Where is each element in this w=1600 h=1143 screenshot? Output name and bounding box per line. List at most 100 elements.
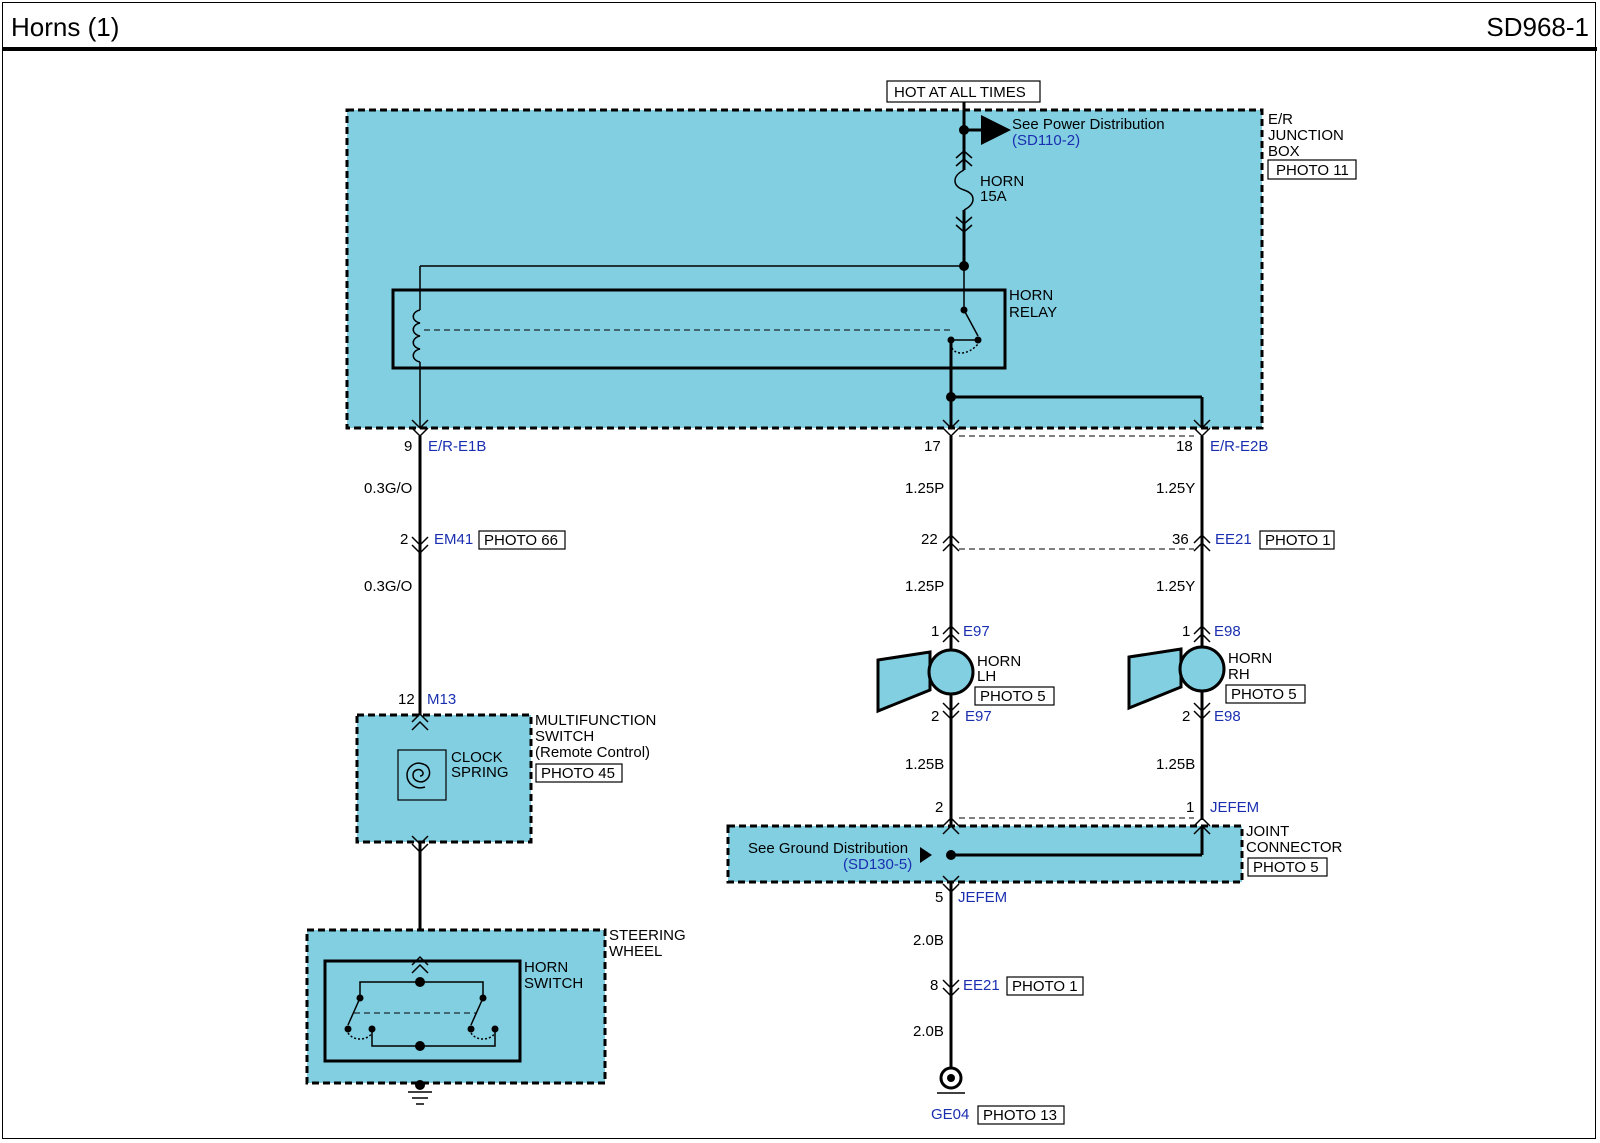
- connector-m13-icon: [411, 712, 429, 731]
- multifunction-switch-box: [355, 713, 533, 844]
- horn-rh-icon: [1178, 645, 1226, 693]
- clock-spring-label-2: SPRING: [451, 764, 509, 781]
- connector-mfs-out-icon: [411, 835, 429, 854]
- connector-m13[interactable]: M13: [427, 691, 456, 708]
- connector-er-e1b[interactable]: E/R-E1B: [428, 438, 486, 455]
- pin-9: 9: [404, 438, 412, 455]
- multifunction-photo[interactable]: PHOTO 45: [541, 765, 615, 782]
- horn-rh-label-1: HORN: [1228, 650, 1272, 667]
- multifunction-label-1: MULTIFUNCTION: [535, 712, 656, 729]
- switch-r-blade: [470, 997, 484, 1026]
- ground-steering-dot: [415, 1080, 425, 1090]
- wire-rh: 1.25B: [1156, 756, 1195, 773]
- ground-dist-arrow: [920, 847, 932, 863]
- pin-22: 22: [921, 531, 938, 548]
- horn-lh-photo-tag[interactable]: [974, 686, 1055, 706]
- ee21-bot-photo-tag[interactable]: [1006, 976, 1084, 996]
- connector-jefem-c-icon: [942, 875, 960, 894]
- wire-switch-bottom-bus: [371, 1029, 496, 1047]
- relay-switch-blade: [963, 309, 979, 337]
- wire-9-a: 0.3G/O: [364, 480, 412, 497]
- joint-photo-tag[interactable]: [1247, 857, 1328, 877]
- ground-photo-tag[interactable]: [977, 1105, 1065, 1125]
- hot-at-all-times: HOT AT ALL TIMES: [894, 84, 1026, 101]
- horn-lh-label-2: LH: [977, 668, 996, 685]
- connector-er-e2b[interactable]: E/R-E2B: [1210, 438, 1268, 455]
- ground-ge04-dot: [947, 1074, 955, 1082]
- relay-label-2: RELAY: [1009, 304, 1057, 321]
- fuse-connector-top-icon: [955, 150, 973, 167]
- ground-photo[interactable]: PHOTO 13: [983, 1107, 1057, 1124]
- joint-label-1: JOINT: [1246, 823, 1289, 840]
- connector-e97-top-icon: [942, 624, 960, 643]
- horn-lh-photo[interactable]: PHOTO 5: [980, 688, 1046, 705]
- connector-em41[interactable]: EM41: [434, 531, 473, 548]
- horn-lh-label-1: HORN: [977, 653, 1021, 670]
- junction-box-photo[interactable]: PHOTO 11: [1276, 162, 1349, 179]
- ground-ge04[interactable]: GE04: [931, 1106, 969, 1123]
- connector-e97-top[interactable]: E97: [963, 623, 990, 640]
- wire-switch-top-bus: [359, 981, 484, 998]
- joint-label-2: CONNECTOR: [1246, 839, 1343, 856]
- fuse-rating: 15A: [980, 188, 1007, 205]
- em41-photo[interactable]: PHOTO 66: [484, 532, 558, 549]
- switch-l-blade: [347, 997, 361, 1026]
- connector-em41-icon: [411, 536, 429, 555]
- ee21-top-photo[interactable]: PHOTO 1: [1265, 532, 1331, 549]
- horn-rh-photo-tag[interactable]: [1225, 684, 1306, 704]
- clock-spring-icon: [406, 762, 431, 789]
- relay-label-1: HORN: [1009, 287, 1053, 304]
- switch-l-contact-a: [344, 1025, 352, 1033]
- connector-e98-top[interactable]: E98: [1214, 623, 1241, 640]
- see-power-ref[interactable]: (SD110-2): [1012, 132, 1080, 149]
- pin-e98-top: 1: [1182, 623, 1190, 640]
- connector-horn-switch-icon: [411, 955, 429, 974]
- pin-e97-top: 1: [931, 623, 939, 640]
- junction-box-photo-tag[interactable]: [1267, 159, 1357, 180]
- multifunction-photo-tag[interactable]: [535, 763, 623, 783]
- connector-e98-bot[interactable]: E98: [1214, 708, 1241, 725]
- relay-coil-icon: [412, 309, 421, 363]
- connector-jefem-top[interactable]: JEFEM: [1210, 799, 1259, 816]
- connector-e97-bot[interactable]: E97: [965, 708, 992, 725]
- connector-jefem-bottom[interactable]: JEFEM: [958, 889, 1007, 906]
- ee21-bot-photo[interactable]: PHOTO 1: [1012, 978, 1078, 995]
- connector-ee21-bot[interactable]: EE21: [963, 977, 1000, 994]
- em41-photo-tag[interactable]: [478, 530, 566, 550]
- wire-17-b: 1.25P: [905, 578, 944, 595]
- connector-22-icon: [942, 533, 960, 552]
- connector-e98-bot-icon: [1193, 702, 1211, 721]
- see-ground-ref[interactable]: (SD130-5): [843, 856, 912, 873]
- wire-18-b: 1.25Y: [1156, 578, 1195, 595]
- pin-36: 36: [1172, 531, 1189, 548]
- connector-e98-top-icon: [1193, 624, 1211, 643]
- pin-jefem-b: 1: [1186, 799, 1194, 816]
- steering-label-2: WHEEL: [609, 943, 662, 960]
- joint-photo[interactable]: PHOTO 5: [1253, 859, 1319, 876]
- horn-lh-bell-icon: [876, 650, 932, 714]
- splice-joint: [946, 850, 956, 860]
- ee21-top-photo-tag[interactable]: [1259, 530, 1335, 550]
- multifunction-label-3: (Remote Control): [535, 744, 650, 761]
- fuse-icon: [954, 169, 974, 211]
- clock-spring-box: [397, 749, 447, 801]
- wire-9-b: 0.3G/O: [364, 578, 412, 595]
- junction-box-label-3: BOX: [1268, 143, 1300, 160]
- connector-ee21-bot-icon: [942, 979, 960, 998]
- horn-lh-icon: [927, 648, 975, 696]
- horn-rh-label-2: RH: [1228, 666, 1250, 683]
- connector-ee21-top[interactable]: EE21: [1215, 531, 1252, 548]
- switch-r-arc: [470, 1032, 496, 1040]
- splice-switch-bottom: [415, 1041, 425, 1051]
- connector-36-icon: [1193, 533, 1211, 552]
- connector-jefem-a-icon: [942, 816, 960, 835]
- see-power-distribution[interactable]: See Power Distribution: [1012, 116, 1165, 133]
- horn-rh-bell-icon: [1127, 647, 1183, 711]
- see-ground-distribution[interactable]: See Ground Distribution: [748, 840, 908, 857]
- ground-steering-icon: [408, 1091, 432, 1105]
- header-bar: Horns (1) SD968-1: [3, 3, 1597, 51]
- horn-rh-photo[interactable]: PHOTO 5: [1231, 686, 1297, 703]
- pin-18: 18: [1176, 438, 1193, 455]
- pin-jefem-c: 5: [935, 889, 943, 906]
